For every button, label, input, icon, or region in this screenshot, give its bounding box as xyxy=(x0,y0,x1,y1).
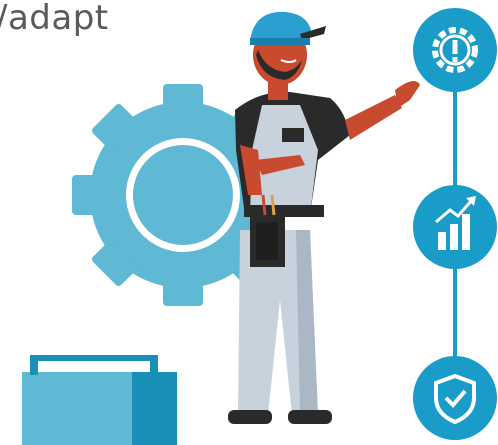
settings-gear-alert-icon xyxy=(413,8,497,92)
toolbox xyxy=(22,355,177,445)
page-title: /adapt xyxy=(0,0,109,38)
security-shield-check-icon xyxy=(413,356,497,440)
growth-chart-icon xyxy=(413,185,497,269)
worker-figure xyxy=(228,11,420,424)
